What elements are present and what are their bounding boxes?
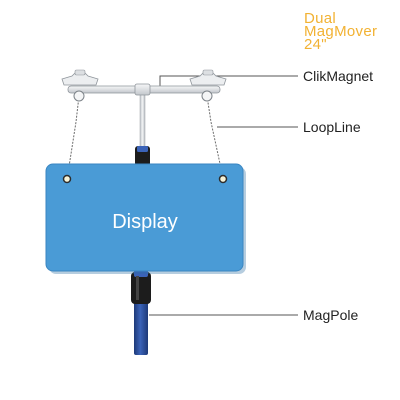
clikmagnet-label: ClikMagnet	[303, 68, 373, 84]
upper-rod	[135, 89, 150, 166]
display-label: Display	[112, 211, 178, 233]
clikmagnet-leader-line	[159, 75, 298, 87]
upper-rod-shaft	[139, 89, 146, 153]
magpole	[131, 270, 151, 355]
left-loop-ring	[73, 90, 85, 102]
magmover-crossbar	[61, 69, 227, 102]
magpole-label: MagPole	[303, 307, 358, 323]
display-left-grommet	[62, 174, 72, 184]
loopline-label: LoopLine	[303, 119, 361, 135]
right-loopline-cable	[206, 95, 223, 174]
upper-connector-band	[137, 146, 148, 152]
left-clikmagnet-cap	[74, 69, 86, 76]
product-title-line-2: MagMover	[304, 23, 377, 40]
magpole-collar-band	[134, 270, 148, 277]
right-clikmagnet-body	[189, 71, 227, 86]
right-clikmagnet-cap	[202, 69, 214, 76]
display-right-grommet	[218, 174, 228, 184]
right-clikmagnet	[189, 69, 227, 102]
product-title-line-1: Dual	[304, 10, 336, 27]
magpole-shaft	[134, 300, 148, 355]
right-loop-ring	[201, 90, 213, 102]
left-clikmagnet	[61, 69, 99, 102]
display-panel: Display	[45, 163, 246, 274]
loopline-cables	[67, 95, 223, 174]
product-title-line-3: 24"	[304, 36, 327, 53]
left-loopline-cable	[67, 95, 80, 174]
display-panel-body	[45, 163, 244, 272]
product-title: Dual MagMover 24"	[304, 10, 382, 53]
left-clikmagnet-body	[61, 71, 99, 86]
magpole-collar-highlight	[136, 276, 139, 300]
crossbar-center-hub	[134, 83, 151, 96]
